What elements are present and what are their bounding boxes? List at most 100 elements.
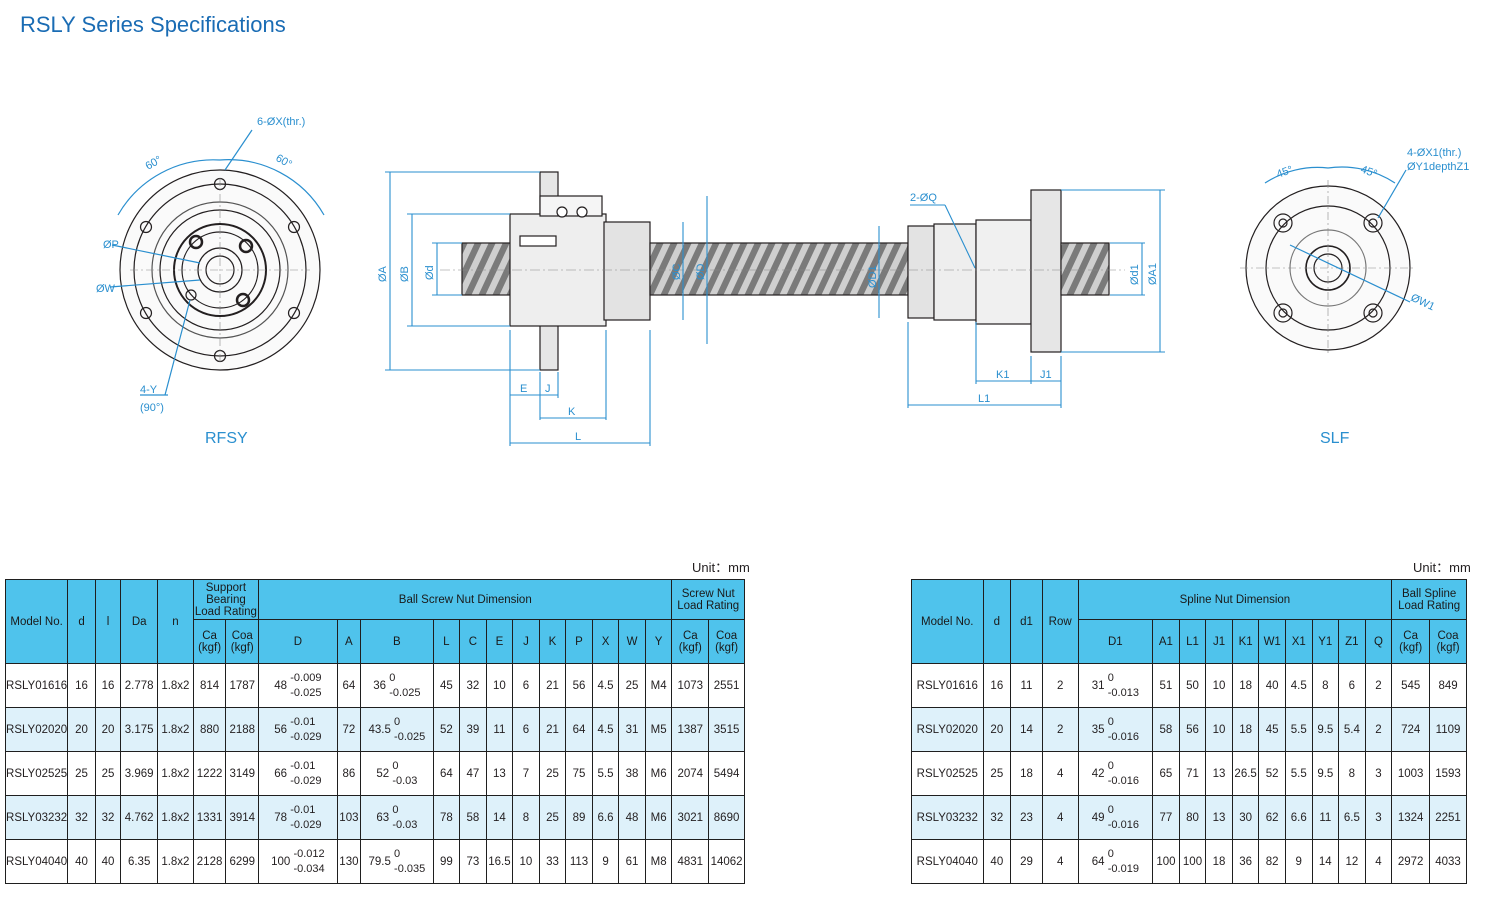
D-cell: 66 -0.01-0.029 (258, 751, 338, 796)
ca-cell: 1003 (1391, 751, 1431, 796)
label-dia-d: Ød (424, 265, 436, 280)
J-cell: 6 (512, 663, 540, 708)
K-cell: 21 (538, 707, 567, 752)
shaft-assembly (440, 171, 1125, 371)
label-angle-c: 45° (1275, 164, 1295, 181)
label-2-q: 2-ØQ (910, 192, 937, 204)
da-cell: 3.175 (120, 707, 159, 752)
A1-cell: 100 (1152, 839, 1180, 884)
d-cell: 40 (982, 839, 1012, 884)
model-cell: RSLY04040 (911, 839, 984, 884)
C-cell: 47 (459, 751, 487, 796)
row-cell: 4 (1041, 751, 1079, 796)
label-dia-a1: ØA1 (1147, 263, 1159, 285)
Y1-cell: 9.5 (1311, 751, 1340, 796)
label-dim-l: L (575, 431, 581, 443)
X1-cell: 9 (1284, 839, 1313, 884)
screw-coa-cell: 2551 (708, 663, 745, 708)
da-cell: 4.762 (120, 795, 159, 840)
col-d: d (67, 579, 96, 664)
D-cell: 48 -0.009-0.025 (258, 663, 338, 708)
l-cell: 40 (94, 839, 122, 884)
rcol-Z1: Z1 (1338, 619, 1366, 664)
right-unit-label: Unit：mm (1413, 560, 1471, 575)
X-cell: 6.6 (591, 795, 620, 840)
screw-ca-cell: 4831 (671, 839, 710, 884)
Z1-cell: 8 (1338, 751, 1366, 796)
A-cell: 103 (336, 795, 362, 840)
rcol-d: d (982, 579, 1012, 664)
rcol-coa: Coa(kgf) (1429, 619, 1467, 664)
slf-dimension-lines (1264, 166, 1411, 303)
coa-cell: 1593 (1429, 751, 1467, 796)
screw-coa-cell: 3515 (708, 707, 745, 752)
support-ca-cell: 880 (192, 707, 227, 752)
d-cell: 20 (982, 707, 1012, 752)
d-cell: 32 (982, 795, 1012, 840)
rcol-Q: Q (1364, 619, 1393, 664)
X-cell: 4.5 (591, 707, 620, 752)
W1-cell: 52 (1258, 751, 1286, 796)
Q-cell: 2 (1364, 707, 1393, 752)
d-cell: 40 (67, 839, 96, 884)
screw-coa-cell: 8690 (708, 795, 745, 840)
D-cell: 56 -0.01-0.029 (258, 707, 338, 752)
support-coa-cell: 3149 (225, 751, 260, 796)
label-dia-a: ØA (377, 265, 389, 282)
L-cell: 45 (432, 663, 461, 708)
Y1-cell: 8 (1311, 663, 1340, 708)
coa-cell: 2251 (1429, 795, 1467, 840)
Q-cell: 2 (1364, 663, 1393, 708)
label-dia-b: ØB (399, 266, 411, 282)
label-dim-j: J (545, 383, 551, 395)
rfsy-dimension-lines (109, 129, 325, 396)
J1-cell: 18 (1205, 839, 1233, 884)
d-cell: 32 (67, 795, 96, 840)
label-4-y-angle: (90°) (140, 402, 164, 414)
d-cell: 20 (67, 707, 96, 752)
coa-cell: 849 (1429, 663, 1467, 708)
rcol-X1: X1 (1284, 619, 1313, 664)
row-cell: 2 (1041, 663, 1079, 708)
rcol-J1: J1 (1205, 619, 1233, 664)
label-dia-d1: ØD1 (867, 265, 879, 288)
X1-cell: 6.6 (1284, 795, 1313, 840)
l-cell: 25 (94, 751, 122, 796)
d1-cell: 14 (1010, 707, 1043, 752)
ca-cell: 724 (1391, 707, 1431, 752)
B-cell: 43.5 0-0.025 (360, 707, 434, 752)
left-unit-label: Unit：mm (692, 560, 750, 575)
screw-ca-cell: 1073 (671, 663, 710, 708)
model-cell: RSLY02525 (4, 751, 69, 796)
J1-cell: 13 (1205, 795, 1233, 840)
X1-cell: 5.5 (1284, 707, 1313, 752)
W-cell: 25 (618, 663, 646, 708)
support-ca-cell: 814 (192, 663, 227, 708)
Q-cell: 3 (1364, 751, 1393, 796)
model-cell: RSLY01616 (911, 663, 984, 708)
l-cell: 16 (94, 663, 122, 708)
model-cell: RSLY01616 (4, 663, 69, 708)
model-cell: RSLY04040 (4, 839, 69, 884)
A1-cell: 65 (1152, 751, 1180, 796)
L-cell: 64 (432, 751, 461, 796)
Y-cell: M6 (644, 751, 673, 796)
C-cell: 32 (459, 663, 487, 708)
K-cell: 25 (538, 751, 567, 796)
B-cell: 79.5 0-0.035 (360, 839, 434, 884)
W-cell: 61 (618, 839, 646, 884)
Y-cell: M6 (644, 795, 673, 840)
col-P: P (565, 619, 593, 664)
rcol-L1: L1 (1178, 619, 1207, 664)
P-cell: 89 (565, 795, 593, 840)
P-cell: 113 (565, 839, 593, 884)
B-cell: 63 0-0.03 (360, 795, 434, 840)
row-cell: 2 (1041, 707, 1079, 752)
X-cell: 4.5 (591, 663, 620, 708)
model-cell: RSLY03232 (4, 795, 69, 840)
ball-screw-spec-table: Model No. d l Da n Support Bearing Load … (4, 579, 745, 884)
screw-coa-cell: 5494 (708, 751, 745, 796)
rcol-spline-dimension: Spline Nut Dimension (1077, 579, 1393, 620)
